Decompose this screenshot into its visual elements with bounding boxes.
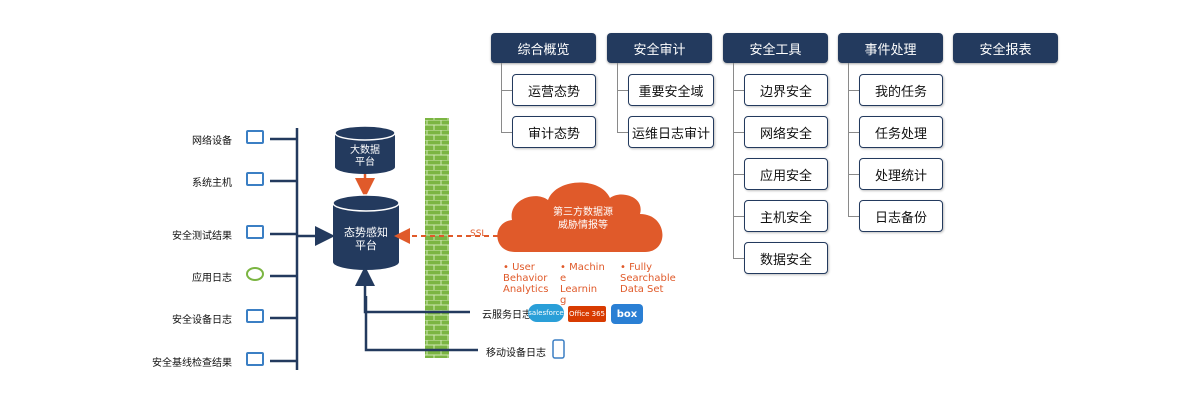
menu-branch: [733, 90, 744, 91]
phone-icon: [552, 339, 565, 359]
menu-header-3[interactable]: 事件处理: [838, 33, 943, 63]
source-label: 系统主机: [192, 178, 232, 189]
menu-item[interactable]: 数据安全: [744, 242, 828, 274]
bigdata-platform-label: 大数据平台: [350, 145, 380, 168]
menu-branch: [733, 174, 744, 175]
menu-item[interactable]: 重要安全域: [628, 74, 714, 106]
menu-item[interactable]: 运营态势: [512, 74, 596, 106]
mobile-log-line: [364, 296, 478, 352]
feature-line: g: [560, 295, 567, 306]
mobile-device-log-label: 移动设备日志: [486, 348, 546, 359]
menu-header-2[interactable]: 安全工具: [723, 33, 828, 63]
cloud-label: 第三方数据源威胁情报等: [553, 207, 613, 231]
feature-line: • Fully: [620, 262, 653, 273]
ssl-label: SSL: [470, 229, 487, 239]
security-log-icon: [246, 309, 264, 323]
app-log-icon: [246, 267, 264, 281]
baseline-icon: [246, 352, 264, 366]
menu-item[interactable]: 应用安全: [744, 158, 828, 190]
menu-item[interactable]: 审计态势: [512, 116, 596, 148]
feature-line: e: [560, 273, 567, 284]
menu-header-1[interactable]: 安全审计: [607, 33, 712, 63]
feature-line: • Machin: [560, 262, 605, 273]
menu-connector-3: [848, 63, 849, 216]
menu-item[interactable]: 日志备份: [859, 200, 943, 232]
menu-branch: [848, 90, 859, 91]
menu-header-0[interactable]: 综合概览: [491, 33, 596, 63]
menu-connector-2: [733, 63, 734, 258]
menu-branch: [848, 132, 859, 133]
menu-connector-1: [617, 63, 618, 132]
menu-item[interactable]: 运维日志审计: [628, 116, 714, 148]
office-logo: Office 365: [568, 306, 606, 322]
bigdata-cylinder: [334, 125, 396, 174]
menu-branch: [501, 90, 512, 91]
menu-branch: [501, 132, 512, 133]
menu-branch: [617, 132, 628, 133]
menu-header-4[interactable]: 安全报表: [953, 33, 1058, 63]
menu-item[interactable]: 主机安全: [744, 200, 828, 232]
situation-platform-label: 态势感知平台: [344, 226, 388, 252]
feature-line: Learnin: [560, 284, 598, 295]
feature-line: Behavior: [503, 273, 548, 284]
menu-connector-0: [501, 63, 502, 132]
menu-branch: [617, 90, 628, 91]
cloud-log-arrow: [355, 266, 470, 314]
feature-line: Data Set: [620, 284, 664, 295]
menu-item[interactable]: 我的任务: [859, 74, 943, 106]
menu-item[interactable]: 网络安全: [744, 116, 828, 148]
menu-item[interactable]: 边界安全: [744, 74, 828, 106]
menu-branch: [848, 174, 859, 175]
source-label: 网络设备: [192, 136, 232, 147]
cloud-service-log-label: 云服务日志: [482, 310, 532, 321]
test-result-icon: [246, 225, 264, 239]
feature-line: Searchable: [620, 273, 676, 284]
menu-branch: [848, 216, 859, 217]
source-label: 安全测试结果: [172, 231, 232, 242]
menu-item[interactable]: 处理统计: [859, 158, 943, 190]
network-device-icon: [246, 130, 264, 144]
menu-branch: [733, 258, 744, 259]
box-logo: box: [611, 304, 643, 324]
salesforce-logo: salesforce: [528, 304, 564, 322]
feature-line: • User: [503, 262, 535, 273]
source-label: 应用日志: [192, 273, 232, 284]
menu-branch: [733, 216, 744, 217]
firewall: [425, 118, 449, 358]
feature-line: Analytics: [503, 284, 549, 295]
source-label: 安全基线检查结果: [152, 358, 232, 369]
situation-cylinder: [332, 194, 400, 270]
menu-branch: [733, 132, 744, 133]
threat-cloud: [497, 182, 663, 252]
menu-item[interactable]: 任务处理: [859, 116, 943, 148]
host-icon: [246, 172, 264, 186]
source-label: 安全设备日志: [172, 315, 232, 326]
